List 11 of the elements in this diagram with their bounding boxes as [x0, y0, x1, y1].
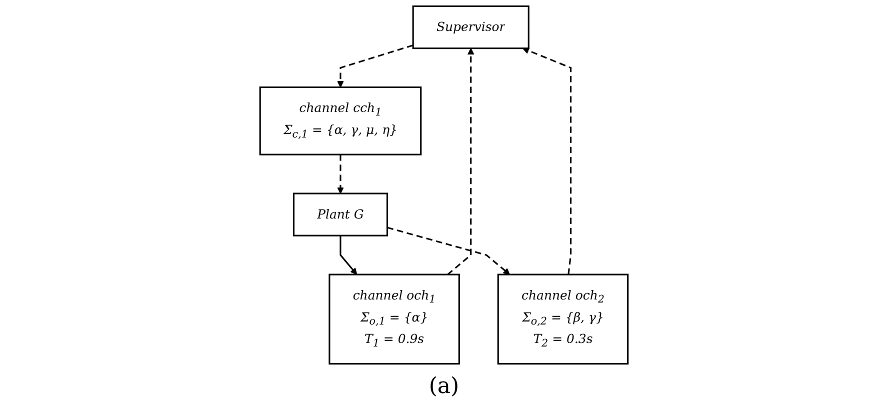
arrow	[337, 154, 344, 194]
arrow	[337, 44, 414, 88]
arrow	[447, 48, 474, 276]
node-box: channel och$_{2}$ Σ$_{o,2}$ = {β, γ} T$_{2}$ = 0.3s	[497, 274, 629, 365]
node-box: channel och$_{1}$ Σ$_{o,1}$ = {α} T$_{1}$ = 0.9s	[328, 274, 460, 365]
node-box: channel cch$_{1}$ Σ$_{c,1}$ = {α, γ, μ, η}	[259, 86, 422, 156]
node-box: Plant G	[292, 192, 388, 236]
caption: (a)	[428, 374, 460, 399]
arrow	[387, 226, 510, 275]
arrow	[340, 236, 358, 275]
arrow	[522, 47, 572, 275]
